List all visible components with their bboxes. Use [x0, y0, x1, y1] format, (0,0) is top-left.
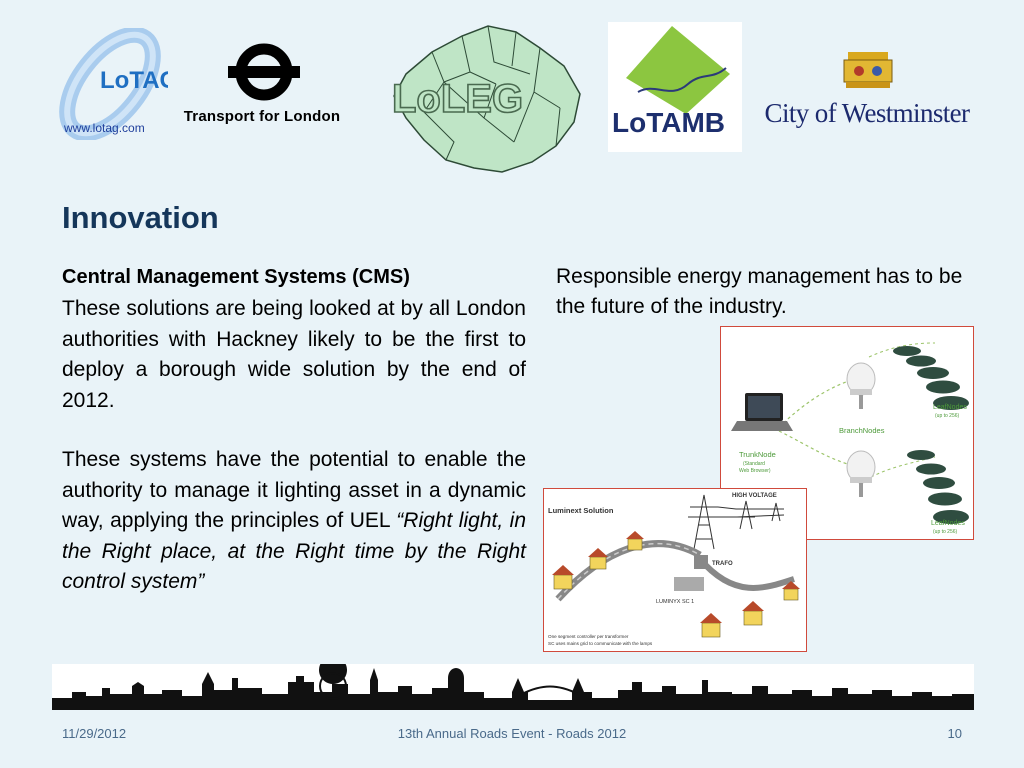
tfl-logo: Transport for London: [172, 40, 352, 140]
luminext-diagram: Luminext Solution HIGH VOLTAGE TRAFO LUM…: [543, 488, 807, 652]
loleg-logo: LoLEG: [384, 22, 590, 174]
leaf-nodes-lower-icon: [907, 450, 969, 524]
leaf-nodes-upper-icon: [893, 346, 969, 410]
westminster-logo: City of Westminster: [756, 48, 978, 138]
right-text: Responsible energy management has to be …: [556, 265, 963, 318]
leaf-nodes-lower-label: LeafNodes: [931, 520, 965, 527]
lotag-url: www.lotag.com: [63, 121, 145, 135]
lotag-logo-text: LoTAG: [100, 67, 168, 94]
leaf-nodes-lower-sub: (up to 256): [933, 529, 958, 535]
paragraph-2-text: These systems have the potential to enab…: [62, 448, 526, 532]
lotag-logo: LoTAG www.lotag.com: [58, 26, 178, 142]
uel-quote: “Right light, in the Right place, at the…: [62, 509, 527, 593]
page-number: 10: [947, 726, 962, 741]
slide-title: Innovation: [62, 200, 219, 235]
section-heading: Central Management Systems (CMS): [62, 266, 410, 288]
westminster-logo-text: City of Westminster: [764, 98, 971, 128]
device-label: LUMINYX SC 1: [656, 599, 694, 605]
luminext-title: Luminext Solution: [548, 506, 614, 515]
paragraph-2: These systems have the potential to enab…: [62, 445, 526, 598]
lotamb-logo-text: LoTAMB: [612, 107, 725, 138]
laptop-icon: [731, 393, 793, 431]
trunk-node-sub2: Web Browser): [739, 468, 771, 474]
paragraph-1: These solutions are being looked at by a…: [62, 297, 526, 412]
tfl-logo-text: Transport for London: [183, 108, 341, 125]
trafo-label: TRAFO: [712, 561, 733, 567]
london-skyline-banner: [52, 656, 974, 710]
high-voltage-label: HIGH VOLTAGE: [732, 493, 777, 499]
trunk-node-label: TrunkNode: [739, 450, 776, 459]
westminster-crest-icon: [843, 52, 893, 88]
london-skyline-icon: [52, 656, 974, 710]
footer-date: 11/29/2012: [62, 726, 127, 741]
branch-nodes-label: BranchNodes: [839, 426, 885, 435]
left-column: Central Management Systems (CMS) These s…: [62, 262, 526, 598]
luminext-caption-2: SC uses mains grid to communicate with t…: [548, 641, 653, 646]
loleg-logo-text: LoLEG: [392, 77, 523, 121]
lotamb-logo: LoTAMB: [608, 22, 742, 152]
luminext-caption-1: One segment controller per transformer: [548, 634, 629, 639]
trunk-node-sub1: (Standard: [743, 461, 765, 467]
house-icon: [552, 531, 800, 638]
branch-node-icon: [846, 362, 876, 497]
footer-event: 13th Annual Roads Event - Roads 2012: [397, 726, 627, 741]
pylon-icon: [688, 494, 785, 550]
tfl-roundel-icon: [228, 43, 300, 101]
leaf-nodes-upper-label: LeafNodes: [933, 404, 967, 411]
leaf-nodes-upper-sub: (up to 256): [935, 413, 960, 419]
